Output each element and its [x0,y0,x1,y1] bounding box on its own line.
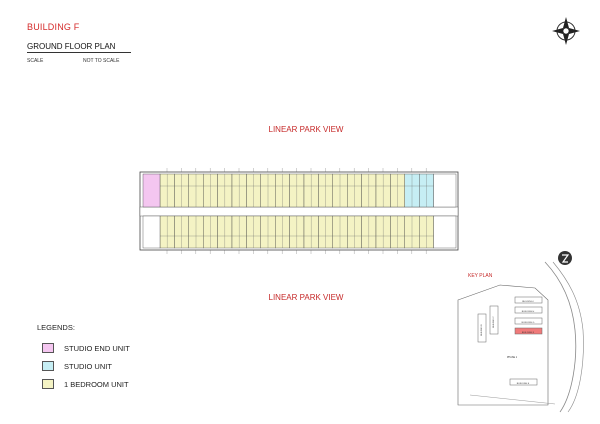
legend-swatch [42,343,54,353]
key-building-c: BUILDING C [493,316,495,328]
legend-swatch [42,379,54,389]
legend-swatch [42,361,54,371]
view-label-top: LINEAR PARK VIEW [268,125,344,134]
developer-logo [558,251,572,265]
legend-studio-end: STUDIO END UNIT [42,343,130,353]
legend-label: 1 BEDROOM UNIT [64,379,129,389]
north-arrow-icon [552,17,580,45]
key-building-d: BUILDING D [481,324,483,336]
legend-studio: STUDIO UNIT [42,361,112,371]
key-building-e: BUILDING E [517,383,530,385]
key-building-i: BUILDING I [522,301,534,303]
legend-one-bedroom: 1 BEDROOM UNIT [42,379,129,389]
view-label-bottom: LINEAR PARK VIEW [268,293,344,302]
legends-title: LEGENDS: [37,323,75,332]
stair-core [433,173,457,208]
key-building-h: BUILDING H [522,311,535,313]
stair-core-east [433,215,457,249]
page-title: BUILDING F [27,22,80,32]
key-building-g: BUILDING G [522,322,535,324]
legend-label: STUDIO UNIT [64,361,112,371]
page-subtitle: GROUND FLOOR PLAN [27,42,131,53]
unit-studio-end [142,173,161,208]
key-plan-label: KEY PLAN [468,273,493,279]
key-phase-1: PHASE 1 [507,356,518,359]
stair-core-west [142,215,161,249]
key-building-f: BUILDING F [522,332,535,334]
scale-label: SCALE [27,58,44,64]
scale-value: NOT TO SCALE [83,58,120,64]
legend-label: STUDIO END UNIT [64,343,130,353]
floor-plan [139,168,459,254]
key-plan-map: BUILDING I BUILDING H BUILDING G BUILDIN… [457,261,584,413]
corridor [139,206,459,217]
